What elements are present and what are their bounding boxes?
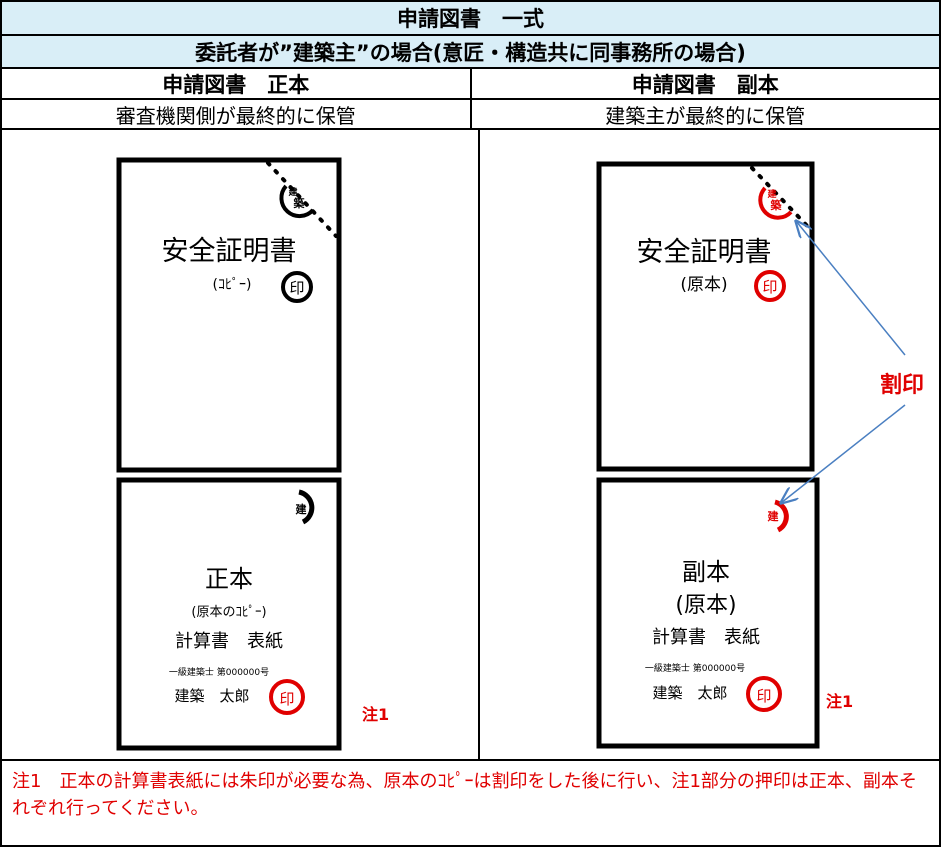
red-seal-text: 印 [279,690,294,708]
calc-title: 正本 [205,565,253,593]
column-note-seihon: 審査機関側が最終的に保管 [115,103,356,128]
calc-cover-fukuhon [596,477,820,749]
safety-cert-seihon [116,157,342,473]
split-line-dots-right [750,166,814,233]
diagram-area [0,128,941,761]
split-seal-red-top: 建 [767,188,777,200]
footnote-box [0,761,941,847]
note-mark: 注1 [362,705,389,724]
arrow-to-calc-cover [781,404,906,503]
seal-text: 印 [289,279,304,297]
arrow-to-safety-cert [796,221,906,356]
column-notes: 審査機関側が最終的に保管 建築主が最終的に保管 [0,98,941,128]
calc-sub: (原本のｺﾋﾟｰ) [191,605,266,620]
page-title: 申請図書 一式 [0,0,941,34]
split-seal-text-bottom: 築 [293,196,306,210]
calc-label-right: 計算書 表紙 [652,627,760,648]
note-mark-right: 注1 [826,692,853,711]
safety-cert-title-right: 安全証明書 [637,237,772,268]
calc-label: 計算書 表紙 [175,631,283,652]
red-seal-text-2: 印 [762,278,777,296]
column-divider [478,128,480,761]
safety-cert-sub: (ｺﾋﾟｰ) [213,277,252,293]
seal-icon [281,271,313,303]
calc-title-right: 副本 [682,558,730,586]
split-seal-text-top: 建 [288,186,298,198]
safety-cert-sub-right: (原本) [680,275,727,295]
corner-seal-text: 建 [296,502,308,516]
column-note-fukuhon: 建築主が最終的に保管 [469,100,940,128]
corner-seal-icon [298,489,315,525]
column-heading-seihon: 申請図書 正本 [162,72,310,97]
corner-seal-red-text: 建 [768,509,780,523]
red-seal-icon-2 [754,270,786,302]
split-seal-red-bottom: 築 [770,198,783,212]
split-seal-half-icon [279,184,315,219]
red-seal-icon-3 [746,676,782,712]
column-heading-fukuhon: 申請図書 副本 [469,69,940,98]
footnote: 注1 正本の計算書表紙には朱印が必要な為、原本のｺﾋﾟｰは割印をした後に行い、注… [12,771,917,819]
calc-sub-right: (原本) [675,593,736,618]
column-headings: 申請図書 正本 申請図書 副本 [0,67,941,98]
split-seal-half-red-icon [758,186,793,220]
page-subtitle: 委託者が”建築主”の場合(意匠・構造共に同事務所の場合) [0,34,941,67]
split-seal-label: 割印 [880,372,924,398]
red-seal-text-3: 印 [756,687,771,705]
architect-name-right: 建築 太郎 [652,684,727,702]
architect-license-right: 一級建築士 第000000号 [645,662,745,674]
calc-cover-seihon [116,477,342,751]
safety-cert-fukuhon [596,161,815,472]
safety-cert-title: 安全証明書 [162,236,297,267]
architect-name: 建築 太郎 [174,687,249,705]
architect-license: 一級建築士 第000000号 [169,666,269,678]
red-seal-icon [269,679,305,715]
